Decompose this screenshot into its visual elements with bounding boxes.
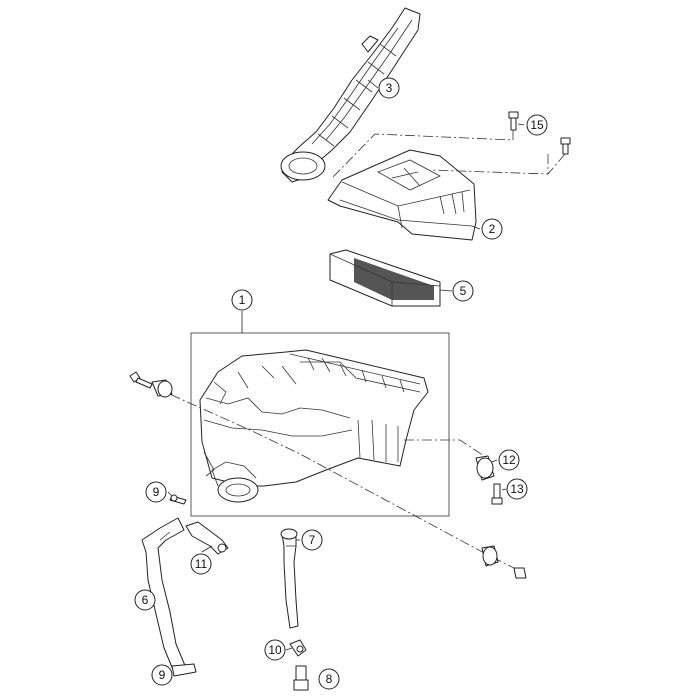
screw-assembly-line-1 [331,130,514,179]
air-box-cover [327,149,477,241]
callout-10: 10 [264,639,286,661]
cover-screw-right [560,137,571,155]
leader-11 [201,545,213,553]
svg-text:12: 12 [502,453,516,467]
leader-12 [491,459,498,463]
callout-1: 1 [231,289,253,311]
leader-15 [517,123,525,126]
rubber-grommet-12 [475,455,495,481]
leader-5 [439,289,453,292]
left-rubber-grommet [151,379,173,398]
intake-snorkel-duct [280,7,421,183]
callout-9-lower: 9 [151,664,173,686]
lower-right-bolt [513,567,527,579]
air-box-assembly-frame [190,332,450,517]
callout-6: 6 [134,589,156,611]
bracket-11 [185,521,229,555]
svg-text:9: 9 [153,485,160,499]
leader-13 [501,488,507,491]
callout-13: 13 [506,478,528,500]
svg-text:10: 10 [268,643,282,657]
svg-text:1: 1 [239,293,246,307]
callout-12: 12 [498,449,520,471]
hose-clip-10 [289,639,307,657]
leader-9a [167,491,173,497]
breather-hose [280,528,299,629]
cover-screw-left [508,111,519,131]
svg-text:15: 15 [530,118,544,132]
mounting-assembly-line-12 [404,439,485,457]
svg-text:6: 6 [142,593,149,607]
hose-clamp-upper [169,494,187,505]
svg-text:2: 2 [489,222,496,236]
mounting-assembly-line-main [137,379,523,573]
air-box-housing [199,349,429,503]
callout-3: 3 [378,77,400,99]
leader-2 [471,225,481,230]
svg-text:11: 11 [195,557,208,571]
svg-text:5: 5 [460,284,467,298]
callout-7: 7 [301,529,323,551]
leader-3 [367,79,379,89]
svg-text:7: 7 [309,533,316,547]
callout-5: 5 [452,280,474,302]
bolt-13 [491,483,503,505]
callout-2: 2 [481,218,503,240]
svg-text:13: 13 [510,482,524,496]
left-mounting-bolt [129,371,153,389]
svg-text:9: 9 [159,668,166,682]
callout-9-upper: 9 [145,481,167,503]
svg-text:8: 8 [326,672,333,686]
callout-15: 15 [526,114,548,136]
air-filter-element [329,249,441,307]
drain-plug-8 [293,665,309,691]
callout-11: 11 [190,553,212,575]
callout-8: 8 [318,668,340,690]
lower-right-grommet [481,545,499,567]
leader-10 [285,647,293,651]
svg-text:3: 3 [386,81,393,95]
hose-clamp-lower [171,663,197,677]
